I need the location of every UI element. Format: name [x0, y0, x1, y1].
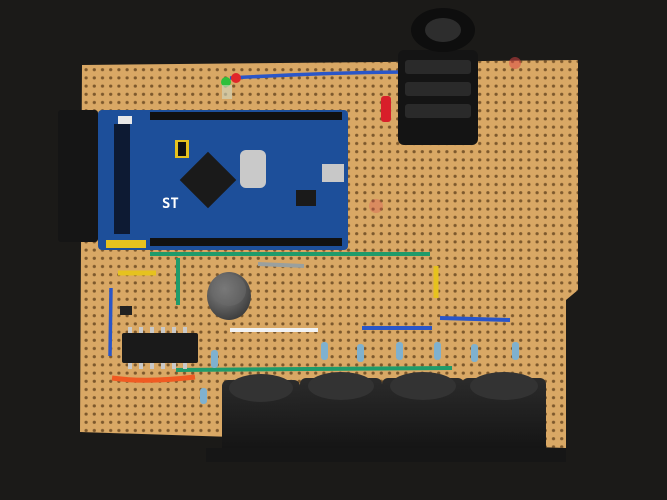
- din5-connector-icon: [206, 372, 566, 462]
- wire-orange: [111, 374, 196, 383]
- small-capacitor: [120, 306, 132, 315]
- wire-blue-top: [229, 70, 411, 80]
- st-logo-icon: ST: [162, 196, 179, 212]
- trs-jack-icon: [398, 8, 478, 145]
- wire-grey: [257, 262, 305, 268]
- wire-green-bottom: [175, 366, 453, 372]
- red-capacitor: [381, 96, 391, 122]
- mcu-board: ST: [98, 110, 348, 250]
- wire-blue-left: [108, 287, 113, 357]
- led-pair: [221, 73, 241, 99]
- wire-blue-right: [439, 316, 511, 322]
- dip-ic: [122, 327, 198, 369]
- resistor-row: [200, 342, 519, 404]
- tactile-knob: [207, 272, 251, 320]
